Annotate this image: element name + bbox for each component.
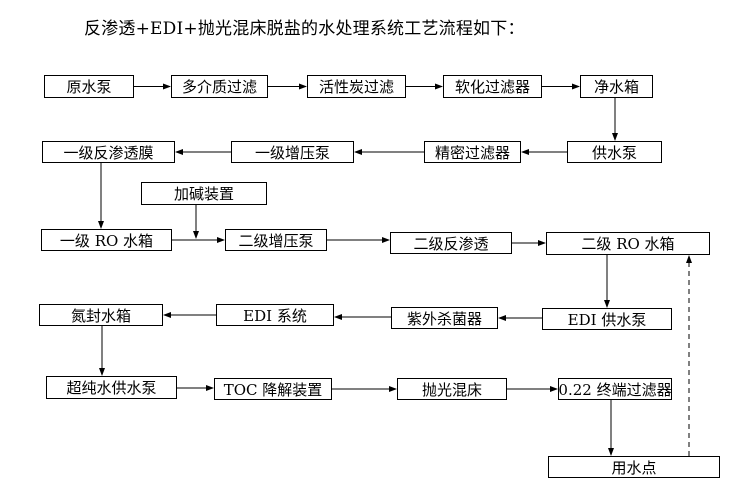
node-edi-system: EDI 系统 [216,304,334,326]
node-uv-sterilizer: 紫外杀菌器 [391,307,498,329]
node-alkali-dosing: 加碱装置 [141,182,267,205]
node-ro-tank-2: 二级 RO 水箱 [546,232,710,255]
node-multimedia-filter: 多介质过滤 [171,75,268,98]
node-booster-pump-2: 二级增压泵 [225,229,327,251]
node-polish-bed: 抛光混床 [397,378,507,400]
node-terminal-filter: 0.22 终端过滤器 [558,378,672,400]
node-carbon-filter: 活性炭过滤 [307,75,406,98]
node-precision-filter: 精密过滤器 [424,141,521,163]
node-toc-unit: TOC 降解装置 [214,378,332,400]
node-ro-tank-1: 一级 RO 水箱 [41,229,172,251]
node-booster-pump-1: 一级增压泵 [231,141,354,163]
node-clean-tank: 净水箱 [580,75,653,98]
node-supply-pump: 供水泵 [567,141,662,163]
node-ro-2: 二级反渗透 [390,232,512,254]
node-edi-pump: EDI 供水泵 [542,308,672,330]
page-title: 反渗透+EDI+抛光混床脱盐的水处理系统工艺流程如下： [84,19,525,39]
node-nitrogen-tank: 氮封水箱 [39,304,163,326]
node-raw-pump: 原水泵 [44,75,134,98]
node-ultrapure-pump: 超纯水供水泵 [46,376,177,399]
node-use-point: 用水点 [548,456,720,478]
node-softening-filter: 软化过滤器 [443,75,542,98]
node-ro-membrane-1: 一级反渗透膜 [42,141,175,163]
